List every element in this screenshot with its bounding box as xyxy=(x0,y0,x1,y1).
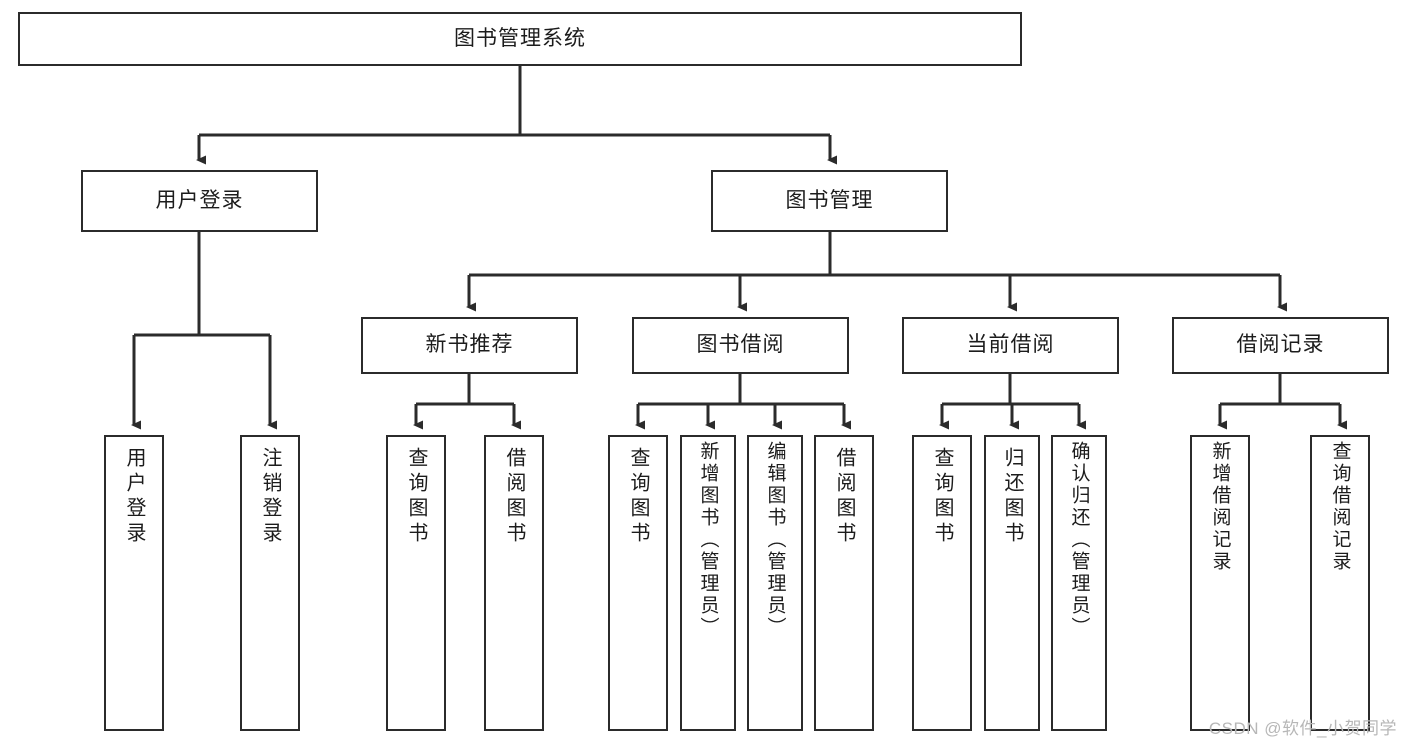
node-user-login[interactable]: 用户登录 xyxy=(81,170,318,232)
leaf-user-login[interactable]: 用户登录 xyxy=(104,435,164,731)
leaf-edit-book-label: 编辑图书（管理员） xyxy=(764,441,786,639)
leaf-edit-book[interactable]: 编辑图书（管理员） xyxy=(747,435,803,731)
leaf-logout[interactable]: 注销登录 xyxy=(240,435,300,731)
leaf-confirm-return[interactable]: 确认归还（管理员） xyxy=(1051,435,1107,731)
leaf-borrow-book-1[interactable]: 借阅图书 xyxy=(484,435,544,731)
leaf-query-book-2[interactable]: 查询图书 xyxy=(608,435,668,731)
leaf-query-record[interactable]: 查询借阅记录 xyxy=(1310,435,1370,731)
leaf-logout-label: 注销登录 xyxy=(259,447,281,547)
leaf-return-book[interactable]: 归还图书 xyxy=(984,435,1040,731)
leaf-confirm-return-label: 确认归还（管理员） xyxy=(1068,441,1090,639)
leaf-query-record-label: 查询借阅记录 xyxy=(1329,441,1351,573)
node-book-borrow-label: 图书借阅 xyxy=(696,333,785,357)
leaf-query-book-2-label: 查询图书 xyxy=(627,447,649,547)
node-root[interactable]: 图书管理系统 xyxy=(18,12,1022,66)
node-current-borrow[interactable]: 当前借阅 xyxy=(902,317,1119,374)
leaf-add-record[interactable]: 新增借阅记录 xyxy=(1190,435,1250,731)
leaf-query-book-3[interactable]: 查询图书 xyxy=(912,435,972,731)
node-new-book-rec-label: 新书推荐 xyxy=(425,333,514,357)
node-new-book-rec[interactable]: 新书推荐 xyxy=(361,317,578,374)
leaf-add-book[interactable]: 新增图书（管理员） xyxy=(680,435,736,731)
leaf-query-book-3-label: 查询图书 xyxy=(931,447,953,547)
leaf-borrow-book-1-label: 借阅图书 xyxy=(503,447,525,547)
leaf-add-book-label: 新增图书（管理员） xyxy=(697,441,719,639)
leaf-query-book-1-label: 查询图书 xyxy=(405,447,427,547)
leaf-add-record-label: 新增借阅记录 xyxy=(1209,441,1231,573)
node-root-label: 图书管理系统 xyxy=(454,26,586,50)
leaf-borrow-book-2[interactable]: 借阅图书 xyxy=(814,435,874,731)
node-book-borrow[interactable]: 图书借阅 xyxy=(632,317,849,374)
node-borrow-record-label: 借阅记录 xyxy=(1236,333,1325,357)
node-book-manage[interactable]: 图书管理 xyxy=(711,170,948,232)
watermark: CSDN @软件_小贺同学 xyxy=(1208,719,1397,738)
leaf-return-book-label: 归还图书 xyxy=(1001,447,1023,547)
node-user-login-label: 用户登录 xyxy=(155,188,244,212)
leaf-query-book-1[interactable]: 查询图书 xyxy=(386,435,446,731)
leaf-user-login-label: 用户登录 xyxy=(123,447,145,547)
node-book-manage-label: 图书管理 xyxy=(785,188,874,212)
node-current-borrow-label: 当前借阅 xyxy=(966,333,1055,357)
leaf-borrow-book-2-label: 借阅图书 xyxy=(833,447,855,547)
node-borrow-record[interactable]: 借阅记录 xyxy=(1172,317,1389,374)
